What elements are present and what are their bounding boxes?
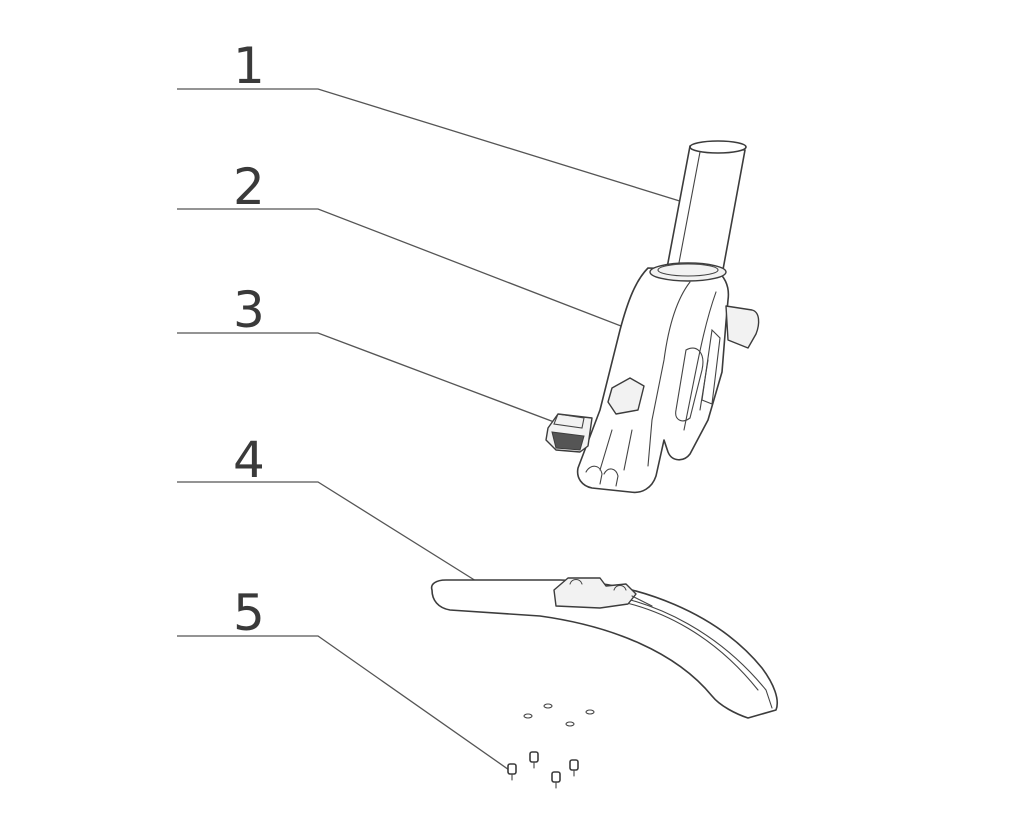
leader-line-1 [177,88,713,212]
leader-line-5 [177,635,513,773]
screws-part [507,703,595,789]
callout-number-3: 3 [233,281,265,339]
callout-2: 2 [177,158,653,339]
leader-line-3 [177,332,571,429]
callout-number-2: 2 [233,158,265,216]
callout-5: 5 [177,584,513,773]
steering-tube-part [666,140,747,276]
fork-cap-part [545,413,593,453]
leader-line-4 [177,481,501,597]
callout-number-1: 1 [233,37,265,95]
callout-number-4: 4 [233,431,265,489]
leader-line-2 [177,208,653,339]
fork-body-part [576,262,760,494]
callout-4: 4 [177,431,501,597]
mudguard-part [430,577,778,719]
callout-3: 3 [177,281,571,429]
callout-1: 1 [177,37,713,212]
callout-number-5: 5 [233,584,265,642]
